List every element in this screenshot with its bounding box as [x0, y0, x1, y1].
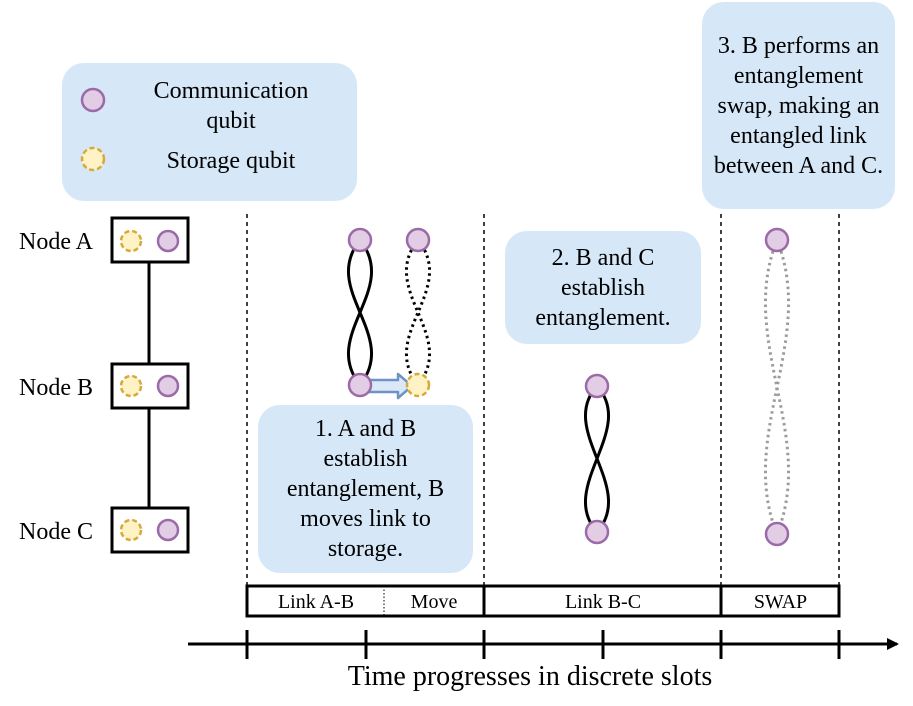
move-to-storage-arrow-icon	[364, 372, 414, 400]
node-c-label: Node C	[19, 519, 93, 545]
callout-step-3-line-1: 3. B performs an	[717, 32, 880, 59]
slot-label-swap: SWAP	[753, 591, 808, 613]
legend-communication-label: Communication qubit	[120, 77, 342, 135]
node-b-storage-qubit-icon	[119, 374, 143, 398]
move-node-b-storage-qubit-icon	[405, 372, 431, 398]
node-c-storage-qubit-icon	[119, 518, 143, 542]
swap-node-c-communication-qubit-icon	[764, 521, 790, 547]
legend-storage-label: Storage qubit	[166, 148, 296, 174]
callout-step-2-line-2: establish	[561, 274, 645, 301]
slot-label-move: Move	[410, 591, 458, 613]
slot-label-link-ab: Link A-B	[277, 591, 355, 613]
time-axis-label: Time progresses in discrete slots	[347, 661, 713, 692]
callout-step-3: 3. B performs an entanglement swap, maki…	[702, 2, 895, 209]
callout-step-2-line-1: 2. B and C	[551, 244, 655, 271]
node-a-communication-qubit-icon	[156, 229, 180, 253]
callout-step-1-line-5: storage.	[327, 536, 404, 562]
callout-step-2: 2. B and C establish entanglement.	[505, 231, 701, 344]
callout-step-3-line-4: entangled link	[730, 122, 867, 149]
callout-step-3-line-2: entanglement	[733, 62, 864, 89]
node-a-label: Node A	[19, 229, 93, 255]
link-ab-entanglement-strand-2	[346, 239, 374, 386]
moved-link-strand-1	[404, 239, 432, 386]
callout-step-1: 1. A and B establish entanglement, B mov…	[258, 405, 473, 573]
node-b-communication-qubit-icon	[156, 374, 180, 398]
legend-box	[62, 63, 357, 201]
legend-communication-line-1: Communication	[153, 78, 309, 104]
callout-step-3-line-5: between A and C.	[713, 152, 884, 179]
link-ab-node-a-communication-qubit-icon	[347, 227, 373, 253]
callout-step-1-line-2: establish	[323, 446, 408, 472]
callout-step-3-line-3: swap, making an	[717, 92, 880, 119]
callout-step-1-line-1: 1. A and B	[314, 416, 417, 442]
move-node-a-communication-qubit-icon	[405, 227, 431, 253]
swap-node-a-communication-qubit-icon	[764, 227, 790, 253]
link-ab-node-b-communication-qubit-icon	[347, 372, 373, 398]
link-bc-entanglement-strand-2	[583, 384, 611, 533]
legend-communication-line-2: qubit	[206, 108, 256, 134]
slot-bar	[245, 584, 841, 618]
link-bc-node-c-communication-qubit-icon	[584, 519, 610, 545]
node-c-communication-qubit-icon	[156, 518, 180, 542]
slot-label-link-bc: Link B-C	[564, 591, 642, 613]
swap-link-strand-2	[763, 239, 791, 535]
node-a-storage-qubit-icon	[119, 229, 143, 253]
callout-step-1-line-3: entanglement, B	[286, 476, 445, 502]
moved-link-strand-2	[404, 239, 432, 386]
callout-step-1-line-4: moves link to	[300, 506, 431, 532]
node-b-label: Node B	[19, 375, 93, 401]
callout-step-2-line-3: entanglement.	[535, 304, 671, 331]
link-bc-node-b-communication-qubit-icon	[584, 373, 610, 399]
swap-link-strand-1	[763, 239, 791, 535]
